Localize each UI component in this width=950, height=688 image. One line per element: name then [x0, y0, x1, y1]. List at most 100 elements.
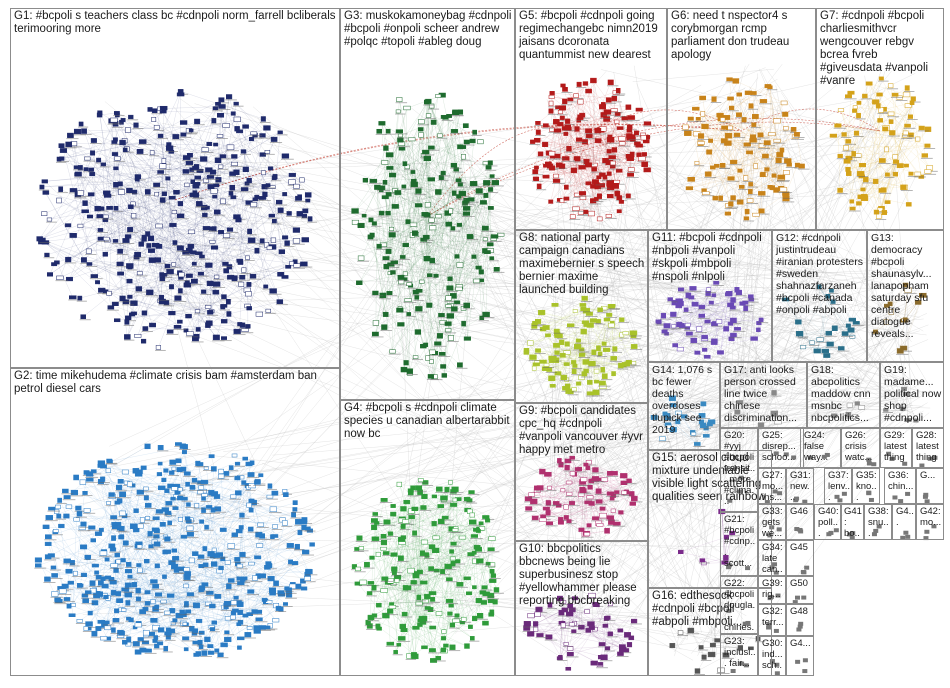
node[interactable] — [213, 274, 220, 279]
node[interactable] — [173, 189, 180, 195]
node[interactable] — [97, 110, 103, 116]
node[interactable] — [205, 262, 213, 268]
node[interactable] — [165, 176, 171, 181]
node[interactable] — [158, 294, 164, 300]
node[interactable] — [153, 124, 160, 130]
node[interactable] — [81, 128, 87, 134]
node[interactable] — [42, 190, 50, 195]
node[interactable] — [149, 150, 155, 156]
node[interactable] — [210, 188, 218, 194]
node[interactable] — [226, 311, 232, 317]
node[interactable] — [54, 260, 60, 265]
node[interactable] — [176, 92, 185, 97]
node[interactable] — [221, 336, 227, 340]
node[interactable] — [215, 102, 221, 106]
node[interactable] — [126, 278, 133, 284]
node[interactable] — [177, 201, 184, 207]
node[interactable] — [77, 295, 83, 301]
node[interactable] — [261, 170, 266, 176]
node[interactable] — [97, 228, 104, 232]
node[interactable] — [64, 223, 72, 228]
node[interactable] — [186, 331, 194, 337]
node[interactable] — [205, 320, 213, 326]
node[interactable] — [240, 187, 249, 192]
node[interactable] — [81, 209, 89, 214]
node[interactable] — [225, 299, 231, 305]
node[interactable] — [157, 133, 164, 138]
node[interactable] — [263, 284, 269, 289]
node[interactable] — [176, 213, 185, 219]
node[interactable] — [288, 179, 296, 185]
node[interactable] — [81, 257, 87, 263]
node[interactable] — [133, 122, 139, 128]
node[interactable] — [95, 280, 100, 285]
node[interactable] — [233, 169, 240, 175]
node[interactable] — [285, 265, 292, 269]
node[interactable] — [73, 128, 82, 135]
node[interactable] — [151, 116, 157, 122]
node[interactable] — [147, 248, 155, 253]
node[interactable] — [239, 275, 246, 280]
node[interactable] — [218, 230, 224, 235]
node[interactable] — [222, 123, 230, 128]
node[interactable] — [130, 311, 137, 316]
node[interactable] — [111, 152, 119, 156]
node[interactable] — [296, 211, 303, 217]
node[interactable] — [107, 305, 115, 310]
node[interactable] — [235, 217, 242, 223]
node[interactable] — [46, 272, 53, 277]
node[interactable] — [41, 179, 48, 184]
node[interactable] — [187, 243, 195, 249]
node[interactable] — [161, 191, 167, 196]
node[interactable] — [36, 236, 43, 242]
node[interactable] — [111, 301, 119, 306]
node[interactable] — [231, 154, 238, 159]
node[interactable] — [159, 272, 164, 277]
node[interactable] — [305, 198, 311, 203]
node[interactable] — [259, 238, 265, 244]
node[interactable] — [218, 164, 224, 169]
node[interactable] — [250, 131, 258, 136]
node[interactable] — [112, 239, 119, 243]
node[interactable] — [127, 227, 133, 232]
node[interactable] — [199, 254, 205, 259]
node[interactable] — [218, 97, 225, 103]
node[interactable] — [140, 338, 147, 344]
node[interactable] — [226, 144, 235, 151]
node[interactable] — [203, 178, 209, 183]
node[interactable] — [102, 214, 109, 219]
node[interactable] — [159, 163, 167, 169]
node[interactable] — [96, 214, 104, 219]
node[interactable] — [226, 94, 233, 100]
node[interactable] — [277, 130, 283, 135]
node[interactable] — [278, 249, 286, 255]
node[interactable] — [59, 148, 68, 153]
node[interactable] — [184, 182, 190, 187]
node[interactable] — [58, 186, 64, 192]
node[interactable] — [277, 207, 284, 213]
node[interactable] — [216, 134, 224, 138]
node[interactable] — [119, 295, 126, 301]
node[interactable] — [117, 271, 125, 276]
node[interactable] — [266, 245, 273, 250]
node[interactable] — [173, 324, 182, 329]
node[interactable] — [212, 289, 220, 295]
node[interactable] — [234, 126, 240, 132]
node[interactable] — [116, 261, 124, 266]
node[interactable] — [222, 261, 229, 266]
node[interactable] — [164, 263, 171, 269]
node[interactable] — [138, 241, 144, 247]
node[interactable] — [169, 284, 174, 290]
node[interactable] — [246, 177, 252, 184]
node[interactable] — [65, 256, 72, 263]
node[interactable] — [223, 233, 231, 238]
node[interactable] — [212, 334, 220, 341]
node[interactable] — [59, 156, 65, 161]
node[interactable] — [272, 219, 277, 224]
node[interactable] — [276, 199, 283, 205]
node[interactable] — [210, 245, 219, 250]
node[interactable] — [299, 177, 305, 183]
node[interactable] — [103, 194, 112, 198]
node[interactable] — [197, 271, 204, 276]
node[interactable] — [119, 139, 126, 146]
